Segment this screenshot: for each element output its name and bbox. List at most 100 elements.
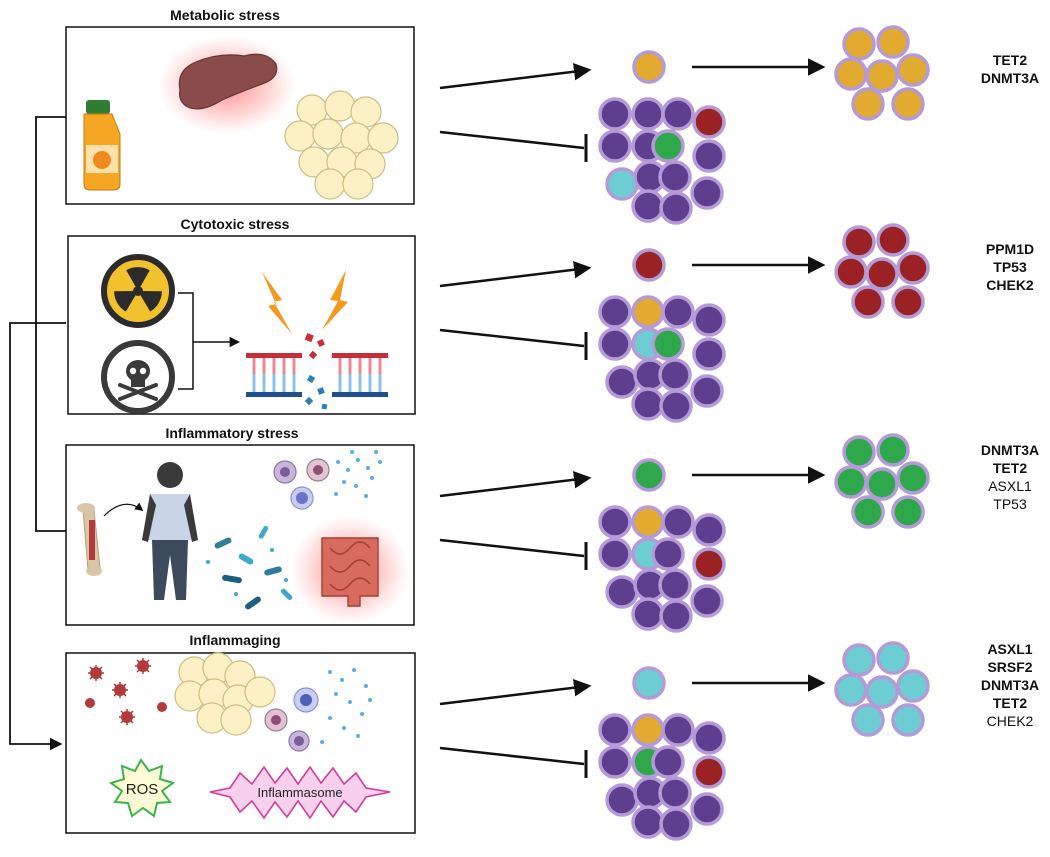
pool-cell	[690, 792, 724, 826]
pool-cell	[661, 505, 695, 539]
gene-label-tp53: TP53	[993, 259, 1027, 275]
pool-cell	[659, 807, 693, 841]
expanded-clone-cell	[865, 59, 899, 93]
pool-cell	[692, 547, 726, 581]
gene-label-tet2: TET2	[993, 460, 1027, 476]
activation-arrow	[439, 261, 592, 288]
pool-cell	[690, 374, 724, 408]
hematopoietic-pool	[598, 713, 726, 841]
pool-cell	[658, 776, 692, 810]
expanded-clone-cell	[834, 465, 868, 499]
pool-cell	[651, 745, 685, 779]
pool-cell	[605, 783, 639, 817]
immune-cells-icon	[273, 450, 382, 510]
gene-label-dnmt3a: DNMT3A	[981, 677, 1039, 693]
expanded-clone-cell	[842, 435, 876, 469]
juice-bottle-icon	[83, 100, 121, 191]
expanded-clone-cell	[834, 255, 868, 289]
pool-cell	[631, 189, 665, 223]
pool-cell	[692, 513, 726, 547]
panel-title: Inflammaging	[189, 632, 280, 648]
pool-cell	[690, 584, 724, 618]
pool-cell	[651, 537, 685, 571]
pool-cell	[631, 505, 665, 539]
radiation-icon	[101, 254, 175, 328]
pool-cell	[651, 129, 685, 163]
pool-cell	[659, 191, 693, 225]
immune-cells-icon	[264, 668, 372, 752]
expanded-clone-cluster	[834, 433, 930, 529]
expanded-clone-cluster	[834, 641, 930, 737]
pool-cell	[661, 713, 695, 747]
pool-cell	[598, 505, 632, 539]
expanded-clone-cluster	[834, 223, 930, 319]
mutant-clone-cell	[632, 50, 666, 84]
bacteria-icon	[206, 525, 293, 610]
pool-cell	[661, 295, 695, 329]
pool-cell	[598, 327, 632, 361]
pancreas-icon	[157, 35, 297, 135]
skull-icon	[101, 340, 175, 414]
inhibition-line	[439, 130, 585, 150]
pool-cell	[598, 129, 632, 163]
pool-cell	[658, 160, 692, 194]
activation-arrow	[439, 63, 592, 90]
hematopoietic-pool	[598, 97, 726, 225]
pool-cell	[692, 755, 726, 789]
expanded-clone-cell	[865, 467, 899, 501]
expanded-clone-cell	[876, 223, 910, 257]
expanded-clone-cell	[834, 57, 868, 91]
inhibition-line	[439, 538, 585, 558]
hematopoietic-pool	[598, 295, 726, 423]
pool-cell	[651, 327, 685, 361]
expanded-clone-cell	[851, 703, 885, 737]
gene-label-tp53: TP53	[993, 496, 1027, 512]
pool-cell	[659, 599, 693, 633]
expanded-clone-cell	[896, 251, 930, 285]
bone-icon	[77, 502, 144, 576]
combine-bracket	[178, 292, 241, 390]
clonal-expansion-flows: TET2DNMT3APPM1DTP53CHEK2DNMT3ATET2ASXL1T…	[439, 25, 1039, 841]
gene-label-srsf2: SRSF2	[987, 659, 1032, 675]
expanded-clone-cell	[865, 257, 899, 291]
expanded-clone-cluster	[834, 25, 930, 121]
panel-connector	[9, 116, 66, 751]
inflammasome-burst-icon: Inflammasome	[209, 765, 391, 820]
pool-cell	[631, 295, 665, 329]
pool-cell	[631, 597, 665, 631]
expanded-clone-cell	[896, 461, 930, 495]
pool-cell	[598, 745, 632, 779]
hematopoietic-pool	[598, 505, 726, 633]
gene-label-tet2: TET2	[993, 52, 1027, 68]
dna-break-icon	[246, 270, 388, 410]
pool-cell	[631, 713, 665, 747]
pool-cell	[631, 805, 665, 839]
ros-burst-icon: ROS	[108, 758, 176, 818]
pool-cell	[631, 97, 665, 131]
pool-cell	[598, 97, 632, 131]
expanded-clone-cell	[896, 669, 930, 703]
gene-label-asxl1: ASXL1	[988, 478, 1032, 494]
pool-cell	[605, 167, 639, 201]
pool-cell	[605, 575, 639, 609]
expanded-clone-cell	[876, 433, 910, 467]
pool-cell	[598, 295, 632, 329]
mutant-clone-cell	[632, 248, 666, 282]
intestine-icon	[290, 515, 410, 625]
pool-cell	[598, 713, 632, 747]
expanded-clone-cell	[842, 643, 876, 677]
panel-title: Inflammatory stress	[165, 425, 298, 441]
pool-cell	[658, 568, 692, 602]
gene-label-tet2: TET2	[993, 695, 1027, 711]
ros-label: ROS	[126, 781, 159, 798]
panel-title: Metabolic stress	[170, 7, 280, 23]
gene-label-dnmt3a: DNMT3A	[981, 70, 1039, 86]
inhibition-line	[439, 746, 585, 766]
expanded-clone-cell	[891, 285, 925, 319]
pool-cell	[692, 721, 726, 755]
